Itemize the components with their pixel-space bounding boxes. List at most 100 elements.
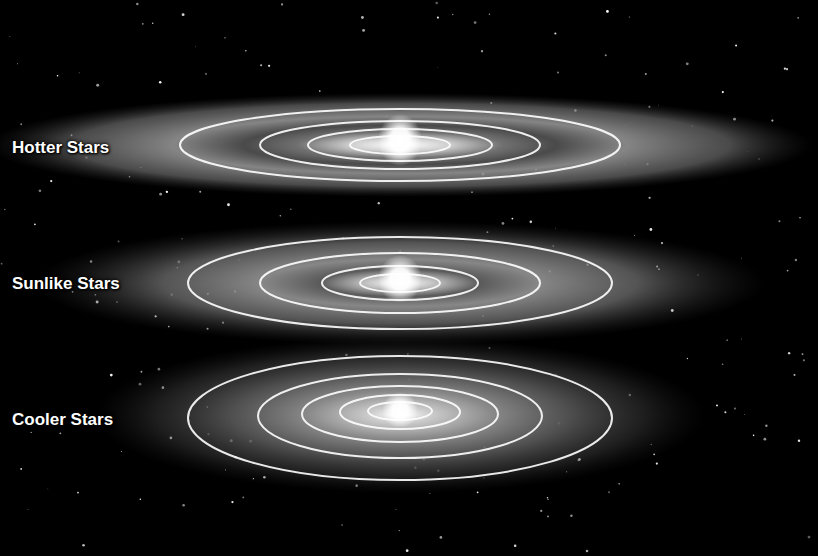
star-dot	[260, 64, 262, 66]
star-dot	[231, 501, 233, 503]
star-dot	[34, 223, 36, 225]
star-dot	[378, 202, 380, 204]
disk-label: Cooler Stars	[12, 410, 113, 430]
star-dot	[268, 65, 270, 67]
star-dot	[242, 497, 244, 499]
star-dot	[798, 440, 800, 442]
star-dot	[787, 270, 789, 272]
star-dot	[199, 191, 201, 193]
star-dot	[406, 549, 409, 552]
star-dot	[50, 180, 52, 182]
star-dot	[605, 54, 607, 56]
star-dot	[182, 504, 185, 507]
star-dot	[608, 491, 610, 493]
star-dot	[166, 191, 168, 193]
star-dot	[795, 259, 797, 261]
star-dot	[17, 63, 18, 64]
star-dot	[722, 363, 724, 365]
star-dot	[784, 68, 786, 70]
star-dot	[9, 35, 11, 37]
star-dot	[341, 524, 343, 526]
disk-label: Hotter Stars	[12, 138, 109, 158]
star-dot	[121, 451, 122, 452]
star-dot	[435, 2, 438, 5]
star-dot	[82, 544, 85, 547]
star-dot	[27, 509, 29, 511]
star-dot	[77, 492, 79, 494]
star-dot	[290, 209, 291, 210]
star-dot	[618, 483, 620, 485]
star-dot	[280, 215, 282, 217]
star-dot	[716, 404, 718, 406]
star-dot	[649, 228, 652, 231]
star-dot	[47, 488, 49, 490]
cool-disk	[95, 337, 705, 493]
star-dot	[182, 13, 185, 16]
star-dot	[140, 499, 141, 500]
star-dot	[514, 544, 517, 547]
star-dot	[802, 353, 804, 355]
star-dot	[606, 10, 609, 13]
star-dot	[227, 203, 230, 206]
star-dot	[656, 463, 658, 465]
star-dot	[1, 263, 3, 265]
star-dot	[39, 190, 42, 193]
star-dot	[440, 536, 443, 539]
star-dot	[763, 438, 766, 441]
star-dot	[245, 50, 247, 52]
disk-label: Sunlike Stars	[12, 274, 120, 294]
star-dot	[159, 81, 162, 84]
star-dot	[808, 536, 811, 539]
star-dot	[554, 32, 556, 34]
star-dot	[142, 23, 144, 25]
star-dot	[740, 338, 742, 340]
star-dot	[686, 62, 689, 65]
star-dot	[586, 550, 589, 553]
star-dot	[734, 407, 736, 409]
star-dot	[4, 209, 6, 211]
star-dot	[96, 84, 99, 87]
star-dot	[794, 374, 796, 376]
star-dot	[361, 16, 364, 19]
star-dot	[452, 14, 454, 16]
star-dot	[110, 374, 113, 377]
star-dot	[59, 432, 61, 434]
star-dot	[489, 14, 491, 16]
star-dot	[722, 91, 724, 93]
star-dot	[547, 499, 548, 500]
star-dot	[724, 411, 726, 413]
star-dot	[159, 193, 162, 196]
star-dot	[429, 493, 430, 494]
star-dot	[547, 516, 549, 518]
star-dot	[194, 46, 196, 48]
star-dot	[20, 468, 22, 470]
hot-disk	[0, 93, 812, 197]
star-dot	[629, 16, 630, 17]
star-dot	[437, 17, 439, 19]
star-dot	[399, 530, 400, 531]
star-dot	[648, 197, 650, 199]
star-dot	[547, 497, 548, 498]
star-dot	[753, 435, 755, 437]
star-dot	[778, 220, 780, 222]
star-dot	[79, 72, 80, 73]
star-dot	[540, 510, 542, 512]
star-dot	[786, 68, 788, 70]
star-dot	[530, 221, 533, 224]
star-dot	[726, 339, 727, 340]
star-dot	[788, 352, 790, 354]
star-dot	[481, 50, 483, 52]
star-dot	[436, 67, 438, 69]
star-dot	[735, 44, 737, 46]
star-dot	[771, 120, 773, 122]
star-dot	[141, 371, 143, 373]
star-dot	[512, 218, 514, 220]
star-dot	[362, 29, 365, 32]
star-dot	[224, 37, 225, 38]
star-dot	[557, 71, 559, 73]
star-dot	[645, 73, 647, 75]
star-dot	[57, 75, 59, 77]
